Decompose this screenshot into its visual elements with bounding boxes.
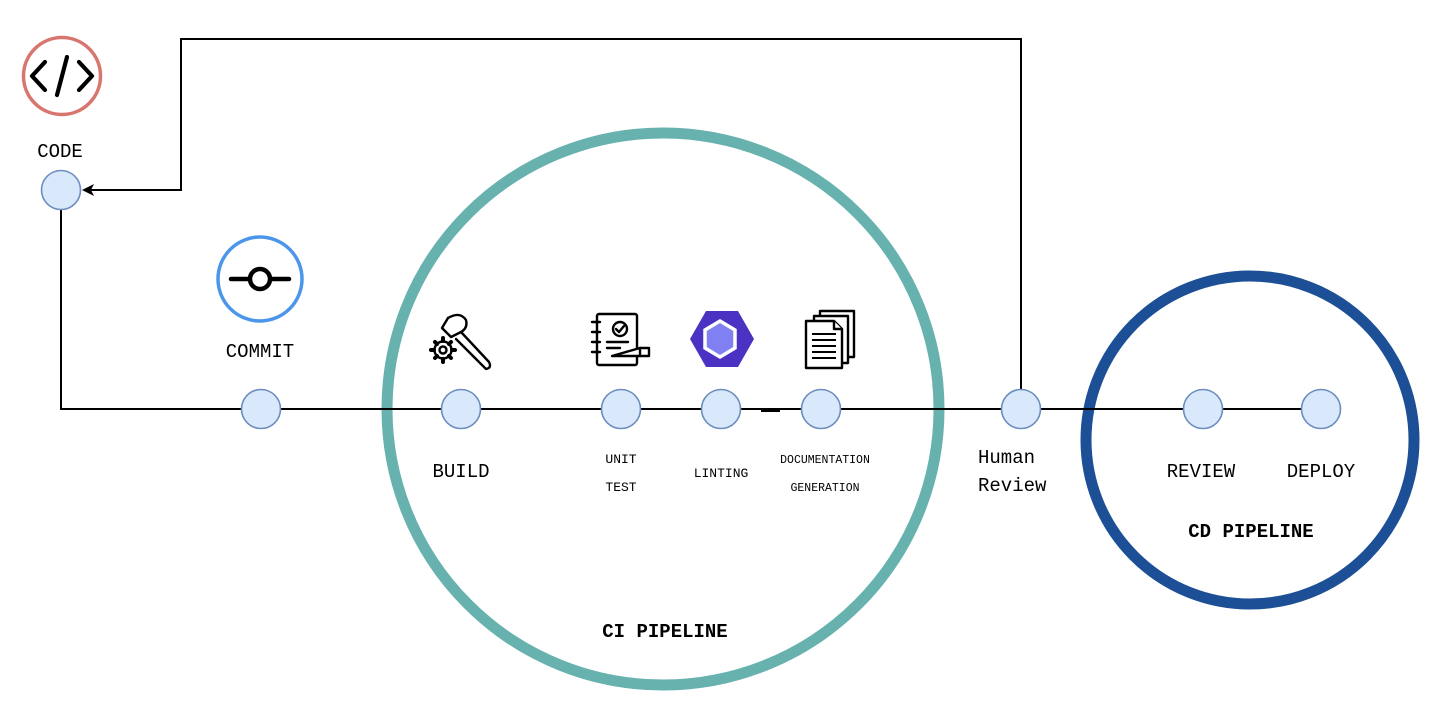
checklist-notebook-icon [590,312,651,367]
cd-pipeline-ring [1080,270,1420,610]
eslint-hexagon-icon [690,311,754,367]
documentation-node[interactable] [800,388,842,430]
cd-pipeline-label: CD PIPELINE [1188,521,1313,543]
human-review-label-line2: Review [978,475,1047,497]
documents-stack-icon [804,309,856,370]
feedback-loop-line [82,38,1022,391]
linting-node[interactable] [700,388,742,430]
commit-node[interactable] [240,388,282,430]
ci-pipeline-label: CI PIPELINE [602,621,727,643]
main-flow-line [60,210,1320,410]
code-node[interactable] [40,169,82,211]
code-label: CODE [37,141,83,163]
linting-label: LINTING [694,466,749,481]
documentation-label-line1: DOCUMENTATION [780,454,870,467]
unit-test-label-line2: TEST [605,480,636,495]
documentation-label-line2: GENERATION [790,482,859,495]
wrench-gear-icon [429,313,492,371]
review-label: REVIEW [1167,461,1236,483]
human-review-node[interactable] [1000,388,1042,430]
deploy-node[interactable] [1300,388,1342,430]
unit-test-label-line1: UNIT [605,452,636,467]
human-review-label-line1: Human [978,447,1035,469]
build-node[interactable] [440,388,482,430]
code-brackets-icon [21,35,103,117]
deploy-label: DEPLOY [1287,461,1356,483]
build-label: BUILD [432,461,489,483]
unit-test-node[interactable] [600,388,642,430]
git-commit-icon [216,235,304,323]
review-node[interactable] [1182,388,1224,430]
commit-label: COMMIT [226,341,294,363]
